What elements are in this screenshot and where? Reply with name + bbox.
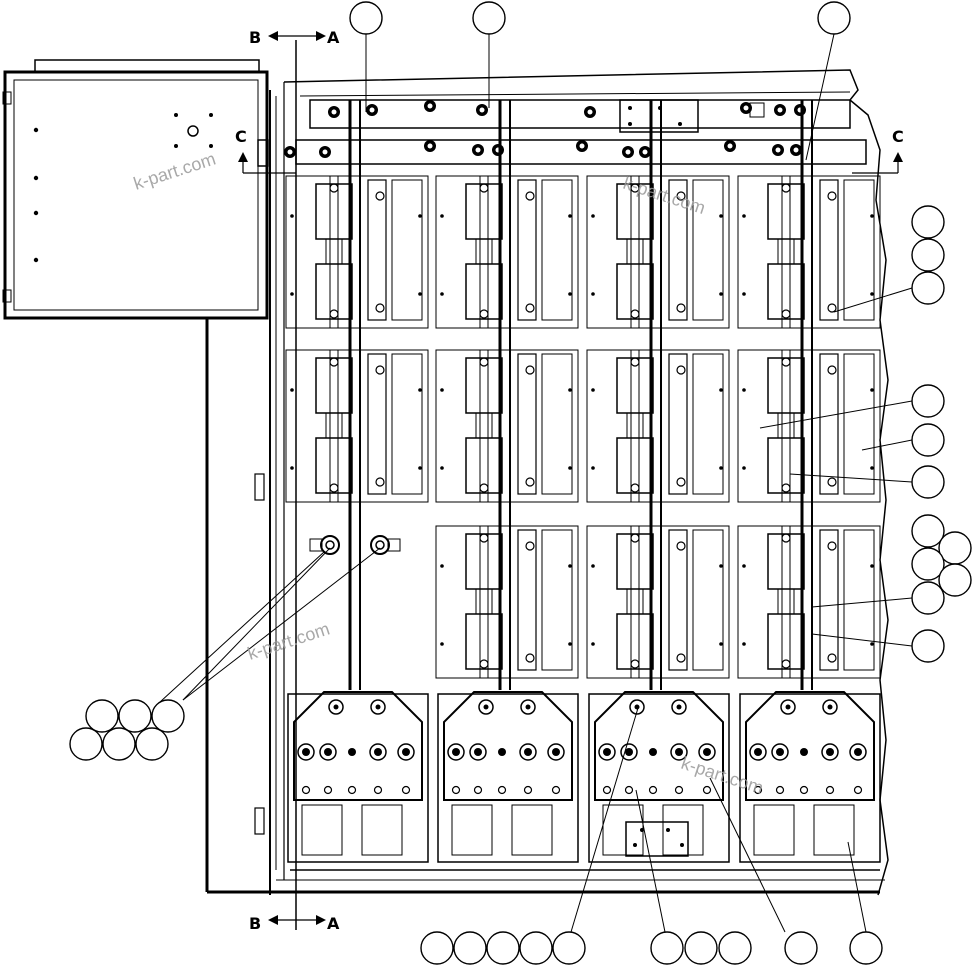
bolt	[472, 144, 484, 156]
bolt	[284, 146, 296, 158]
vertical-rods	[348, 100, 813, 690]
callout-bubble	[938, 563, 972, 597]
callout-bubble	[349, 1, 383, 35]
section-marker-b-bottom: B	[249, 914, 261, 933]
callout-bubble	[911, 238, 945, 272]
bolt	[328, 106, 340, 118]
power-module	[586, 349, 730, 503]
bolt	[424, 100, 436, 112]
callout-bubble	[151, 699, 185, 733]
bolt	[476, 104, 488, 116]
watermark: k-part.com	[131, 149, 218, 194]
bolt	[424, 140, 436, 152]
callout-bubble	[102, 727, 136, 761]
callout-bubble	[552, 931, 586, 965]
callout-bubble	[135, 727, 169, 761]
callout-bubble	[486, 931, 520, 965]
section-marker-a-bottom: A	[327, 914, 340, 933]
callout-bubble	[817, 1, 851, 35]
terminal-blocks	[287, 691, 881, 863]
power-module	[435, 525, 579, 679]
callout-bubble	[911, 465, 945, 499]
section-line-cc	[238, 152, 903, 174]
callout-bubble	[911, 271, 945, 305]
callout-bubble	[118, 699, 152, 733]
callout-bubble	[911, 423, 945, 457]
callout-bubble	[718, 931, 752, 965]
bolt	[772, 144, 784, 156]
terminal-block	[287, 691, 429, 863]
section-marker-b-top: B	[249, 28, 261, 47]
leader-lines	[159, 33, 913, 933]
bolt	[584, 106, 596, 118]
callout-bubble	[420, 931, 454, 965]
bolt	[366, 104, 378, 116]
callout-bubble	[650, 931, 684, 965]
section-marker-c-left: C	[235, 127, 247, 146]
bolt	[622, 146, 634, 158]
callout-bubble	[519, 931, 553, 965]
top-bolts	[284, 100, 806, 158]
power-module	[737, 349, 881, 503]
bolt	[492, 144, 504, 156]
callout-bubble	[472, 1, 506, 35]
callout-bubbles	[69, 1, 972, 965]
callout-bubble	[784, 931, 818, 965]
power-module	[285, 349, 429, 503]
callout-bubble	[85, 699, 119, 733]
callout-bubble	[911, 205, 945, 239]
terminal-block	[437, 691, 579, 863]
callout-bubble	[911, 581, 945, 615]
bolt	[724, 140, 736, 152]
callout-bubble	[911, 514, 945, 548]
bolt	[576, 140, 588, 152]
power-module	[285, 175, 429, 329]
bolt	[740, 102, 752, 114]
power-module	[586, 175, 730, 329]
callout-bubble	[684, 931, 718, 965]
power-module	[435, 175, 579, 329]
module-grid	[285, 175, 881, 679]
callout-bubble	[911, 629, 945, 663]
control-box	[2, 59, 880, 894]
callout-bubble	[911, 547, 945, 581]
terminal-block	[588, 691, 730, 863]
callout-bubble	[911, 384, 945, 418]
bolt	[639, 146, 651, 158]
callout-bubble	[849, 931, 883, 965]
section-marker-a-top: A	[327, 28, 340, 47]
terminal-block	[739, 691, 881, 863]
power-module	[737, 525, 881, 679]
bolt	[774, 104, 786, 116]
section-line-bb-aa	[268, 31, 326, 930]
power-module	[586, 525, 730, 679]
section-marker-c-right: C	[892, 127, 904, 146]
bolt	[790, 144, 802, 156]
lower-bracket	[625, 821, 689, 857]
side-fittings	[309, 535, 401, 555]
power-module	[737, 175, 881, 329]
watermark: k-part.com	[245, 619, 332, 664]
power-module	[435, 349, 579, 503]
bolt	[319, 146, 331, 158]
callout-bubble	[453, 931, 487, 965]
bolt	[794, 104, 806, 116]
callout-bubble	[69, 727, 103, 761]
